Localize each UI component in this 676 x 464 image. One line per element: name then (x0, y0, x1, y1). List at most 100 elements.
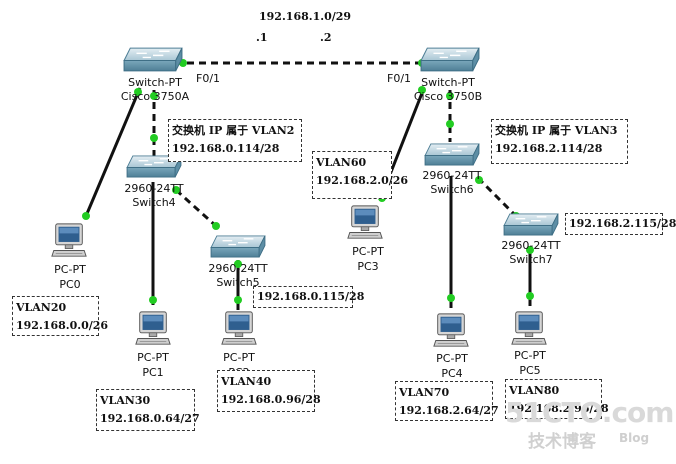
switch5-name: Switch5 (216, 276, 259, 289)
pc2-model: PC-PT (223, 351, 255, 364)
port-dot (475, 176, 483, 184)
wan-ip-a-label: .1 (256, 31, 268, 44)
switch6-model: 2960-24TT (422, 169, 481, 182)
core-switch-a[interactable]: Switch-PT Cisco 3750A (121, 47, 190, 103)
switch4-model: 2960-24TT (124, 182, 183, 195)
vlan3-note-title: 交换机 IP 属于 VLAN3 (495, 124, 618, 137)
port-dot (234, 296, 242, 304)
pc2[interactable]: PC-PT PC2 (221, 311, 257, 379)
port-dot (526, 292, 534, 300)
switch4[interactable]: 2960-24TT Switch4 (124, 155, 184, 209)
pc4[interactable]: PC-PT PC4 (433, 313, 469, 380)
vlan30-subnet: 192.168.0.64/27 (100, 412, 200, 425)
link-switch6-switch7 (476, 176, 518, 218)
pc1-model: PC-PT (137, 351, 169, 364)
vlan30-note: VLAN30 192.168.0.64/27 (96, 389, 200, 431)
switch7-model: 2960-24TT (501, 239, 560, 252)
switch-icon (424, 143, 480, 166)
port-dot (150, 92, 158, 100)
port-dot (150, 134, 158, 142)
core-b-name: Cisco 3750B (414, 90, 482, 103)
vlan80-subnet: 192.168.2.96/28 (509, 402, 609, 415)
pc-icon (51, 223, 87, 257)
switch-icon (123, 47, 183, 72)
vlan80-note: VLAN80 192.168.2.96/28 (505, 379, 609, 419)
pc0-model: PC-PT (54, 263, 86, 276)
vlan3-note-ip: 192.168.2.114/28 (495, 142, 603, 155)
pc3-model: PC-PT (352, 245, 384, 258)
pc5-name: PC5 (519, 364, 540, 377)
port-dot (447, 294, 455, 302)
switch5-ip-note: 192.168.0.115/28 (253, 286, 365, 308)
vlan40-name: VLAN40 (221, 375, 272, 388)
switch-icon (503, 213, 559, 236)
pc4-model: PC-PT (436, 352, 468, 365)
port-dot (212, 222, 220, 230)
pc0-name: PC0 (59, 278, 80, 291)
switch4-name: Switch4 (132, 196, 175, 209)
switch6-name: Switch6 (430, 183, 473, 196)
core-b-port-label: F0/1 (387, 72, 412, 85)
link-switch4-switch5 (174, 188, 218, 228)
wan-ip-b-label: .2 (320, 31, 332, 44)
link-coreA-pc0 (84, 87, 142, 217)
vlan2-note-ip: 192.168.0.114/28 (172, 142, 280, 155)
vlan2-note-title: 交换机 IP 属于 VLAN2 (172, 124, 295, 137)
switch7-name: Switch7 (509, 253, 552, 266)
core-switch-b[interactable]: Switch-PT Cisco 3750B (414, 47, 482, 103)
pc-icon (221, 311, 257, 345)
wan-subnet-label: 192.168.1.0/29 (259, 10, 352, 23)
vlan20-name: VLAN20 (16, 301, 67, 314)
vlan20-subnet: 192.168.0.0/26 (16, 319, 109, 332)
pc3[interactable]: PC-PT PC3 (347, 205, 384, 273)
core-a-name: Cisco 3750A (121, 90, 190, 103)
vlan80-name: VLAN80 (509, 384, 560, 397)
vlan2-note: 交换机 IP 属于 VLAN2 192.168.0.114/28 (168, 119, 302, 162)
pc1-name: PC1 (142, 366, 163, 379)
core-a-model: Switch-PT (128, 76, 182, 89)
switch5-ip: 192.168.0.115/28 (257, 290, 365, 303)
pc3-name: PC3 (357, 260, 378, 273)
pc1[interactable]: PC-PT PC1 (135, 311, 171, 379)
vlan60-subnet: 192.168.2.0/26 (316, 174, 409, 187)
vlan70-note: VLAN70 192.168.2.64/27 (395, 381, 499, 421)
core-a-port-label: F0/1 (196, 72, 221, 85)
port-dot (134, 88, 142, 96)
switch5[interactable]: 2960-24TT Switch5 (208, 235, 268, 289)
switch7-ip-note: 192.168.2.115/28 (565, 213, 676, 235)
port-dot (82, 212, 90, 220)
vlan20-note: VLAN20 192.168.0.0/26 (12, 296, 109, 336)
port-dot (149, 296, 157, 304)
vlan30-name: VLAN30 (100, 394, 151, 407)
vlan60-note: VLAN60 192.168.2.0/26 (312, 151, 409, 199)
vlan40-subnet: 192.168.0.96/28 (221, 393, 321, 406)
port-dot (418, 86, 426, 94)
vlan70-name: VLAN70 (399, 386, 450, 399)
pc-icon (135, 311, 171, 345)
switch7-ip: 192.168.2.115/28 (569, 217, 676, 230)
core-b-model: Switch-PT (421, 76, 475, 89)
pc4-name: PC4 (441, 367, 462, 380)
vlan40-note: VLAN40 192.168.0.96/28 (217, 370, 321, 412)
watermark-sub: 技术博客 (528, 432, 596, 452)
switch5-model: 2960-24TT (208, 262, 267, 275)
switch6[interactable]: 2960-24TT Switch6 (422, 143, 482, 196)
port-dot (446, 120, 454, 128)
vlan70-subnet: 192.168.2.64/27 (399, 404, 499, 417)
port-dot (446, 92, 454, 100)
pc-icon (511, 311, 547, 345)
port-dot (172, 186, 180, 194)
vlan3-note: 交换机 IP 属于 VLAN3 192.168.2.114/28 (491, 119, 628, 164)
port-dot (234, 260, 242, 268)
switch-icon (420, 47, 480, 72)
pc5[interactable]: PC-PT PC5 (511, 311, 547, 377)
switch-icon (210, 235, 266, 258)
pc-icon (347, 205, 383, 239)
vlan60-name: VLAN60 (316, 156, 367, 169)
pc-icon (433, 313, 469, 347)
watermark-blog: Blog (619, 431, 650, 445)
pc0[interactable]: PC-PT PC0 (51, 223, 87, 291)
pc5-model: PC-PT (514, 349, 546, 362)
switch7[interactable]: 2960-24TT Switch7 (501, 213, 561, 266)
